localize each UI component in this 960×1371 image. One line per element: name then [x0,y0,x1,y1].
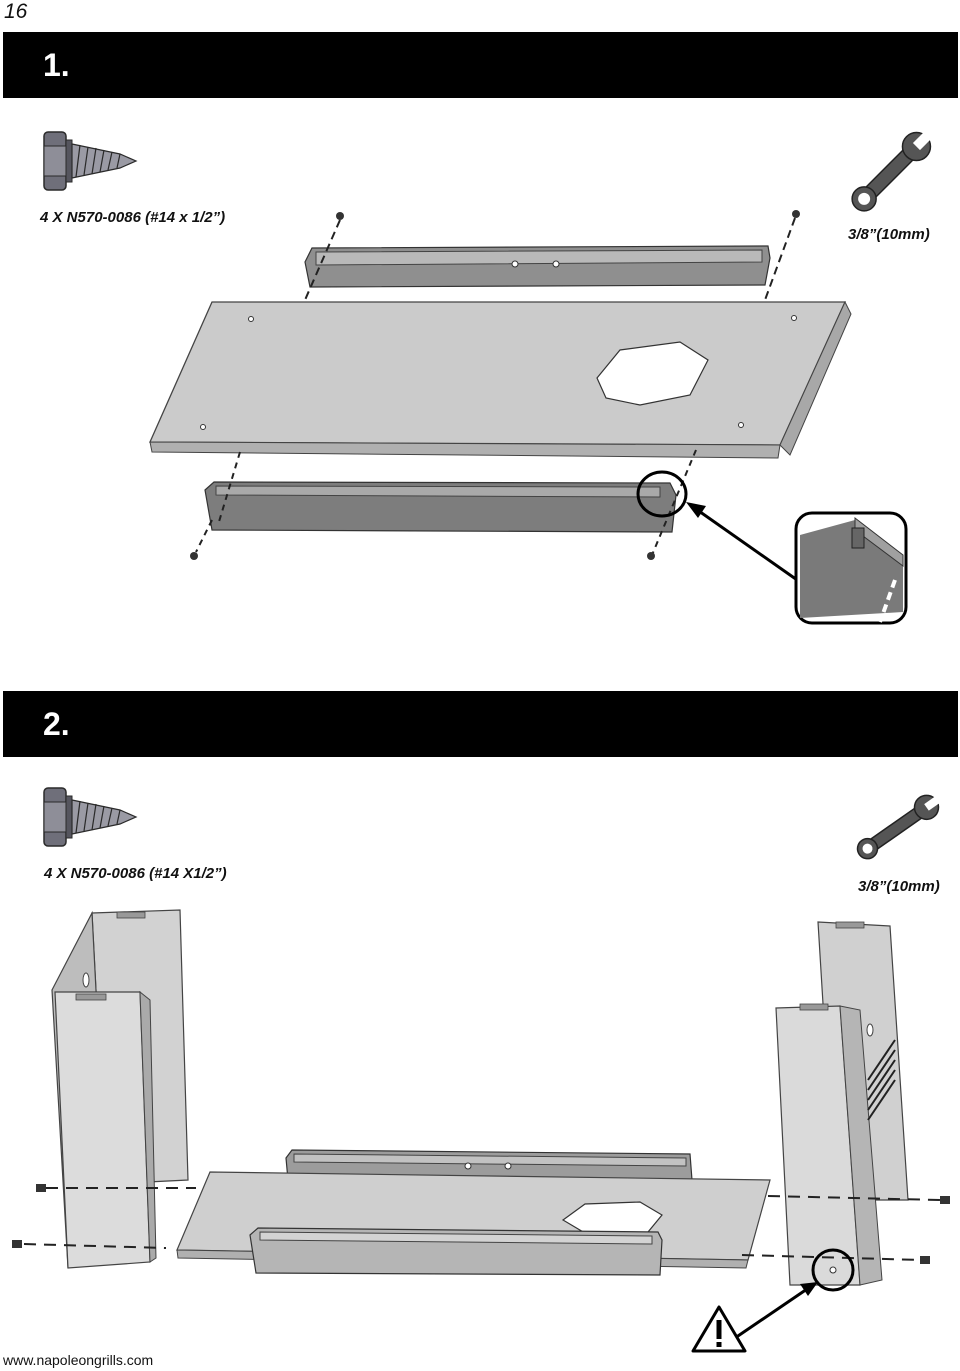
front-rail [204,481,677,533]
bottom-panel [149,300,852,459]
wrench-icon [856,794,941,860]
step-2-header: 2. [3,691,958,757]
screw-icon [43,787,138,847]
guide-line [195,519,213,553]
back-rail [285,1149,693,1181]
detail-arrow [695,507,801,584]
warning-icon [691,1305,747,1353]
screw [647,552,655,560]
step-2-label: 2. [43,706,70,742]
detail-arrow [734,1285,811,1340]
step-1-header: 1. [3,32,958,98]
detail-highlight-circle [811,1248,855,1292]
step-1-assembly-drawing [149,210,908,625]
step-1-label: 1. [43,47,70,83]
step-1-tool-caption: 3/8”(10mm) [848,226,930,243]
guide-line [304,219,341,301]
step-1-hardware-caption: 4 X N570-0086 (#14 x 1/2”) [40,209,226,226]
detail-highlight-circle [636,470,688,518]
guide-line [764,217,796,301]
step-2-hardware-caption: 4 X N570-0086 (#14 X1/2”) [44,865,227,882]
guide-line [23,1243,167,1249]
right-side-panel [775,921,909,1286]
screw [190,552,198,560]
step-2-assembly-drawing [12,909,950,1340]
wrench-icon [851,131,932,212]
screw-icon [43,131,138,191]
guide-line [217,451,241,526]
back-rail [304,245,771,288]
front-rail [249,1227,663,1276]
step-2-tool-caption: 3/8”(10mm) [858,878,940,895]
screw [792,210,800,218]
guide-line [741,1254,923,1261]
screw [920,1256,930,1264]
screw [36,1184,46,1192]
page-number: 16 [4,0,28,23]
detail-zoom-box [794,511,908,625]
guide-line [767,1195,941,1201]
screw [336,212,344,220]
screw [12,1240,22,1248]
guide-line [651,449,697,556]
footer-url: www.napoleongrills.com [3,1352,154,1368]
screw [940,1196,950,1204]
left-side-panel [51,909,189,1269]
